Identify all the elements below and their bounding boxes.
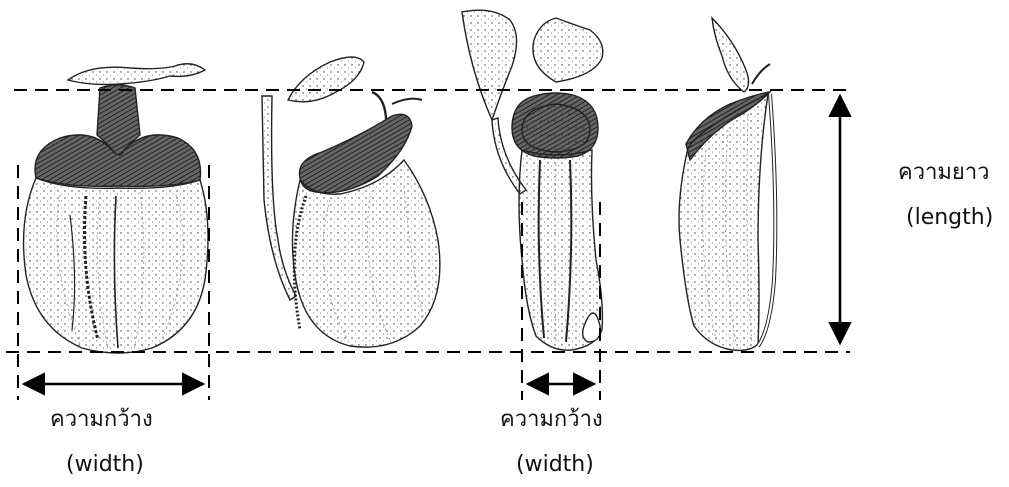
pitcher-3-illustration <box>462 10 603 350</box>
width-label-thai-2: ความกว้าง <box>500 407 603 433</box>
pitcher-2-illustration <box>262 57 440 347</box>
pitcher-4-illustration <box>679 18 775 350</box>
width-label-en-1: (width) <box>66 452 144 478</box>
width-label-en-2: (width) <box>516 452 594 478</box>
length-label-thai: ความยาว <box>898 160 990 186</box>
pitcher-1-illustration <box>24 64 208 353</box>
width-label-thai-1: ความกว้าง <box>50 407 153 433</box>
length-label-en: (length) <box>906 205 993 231</box>
